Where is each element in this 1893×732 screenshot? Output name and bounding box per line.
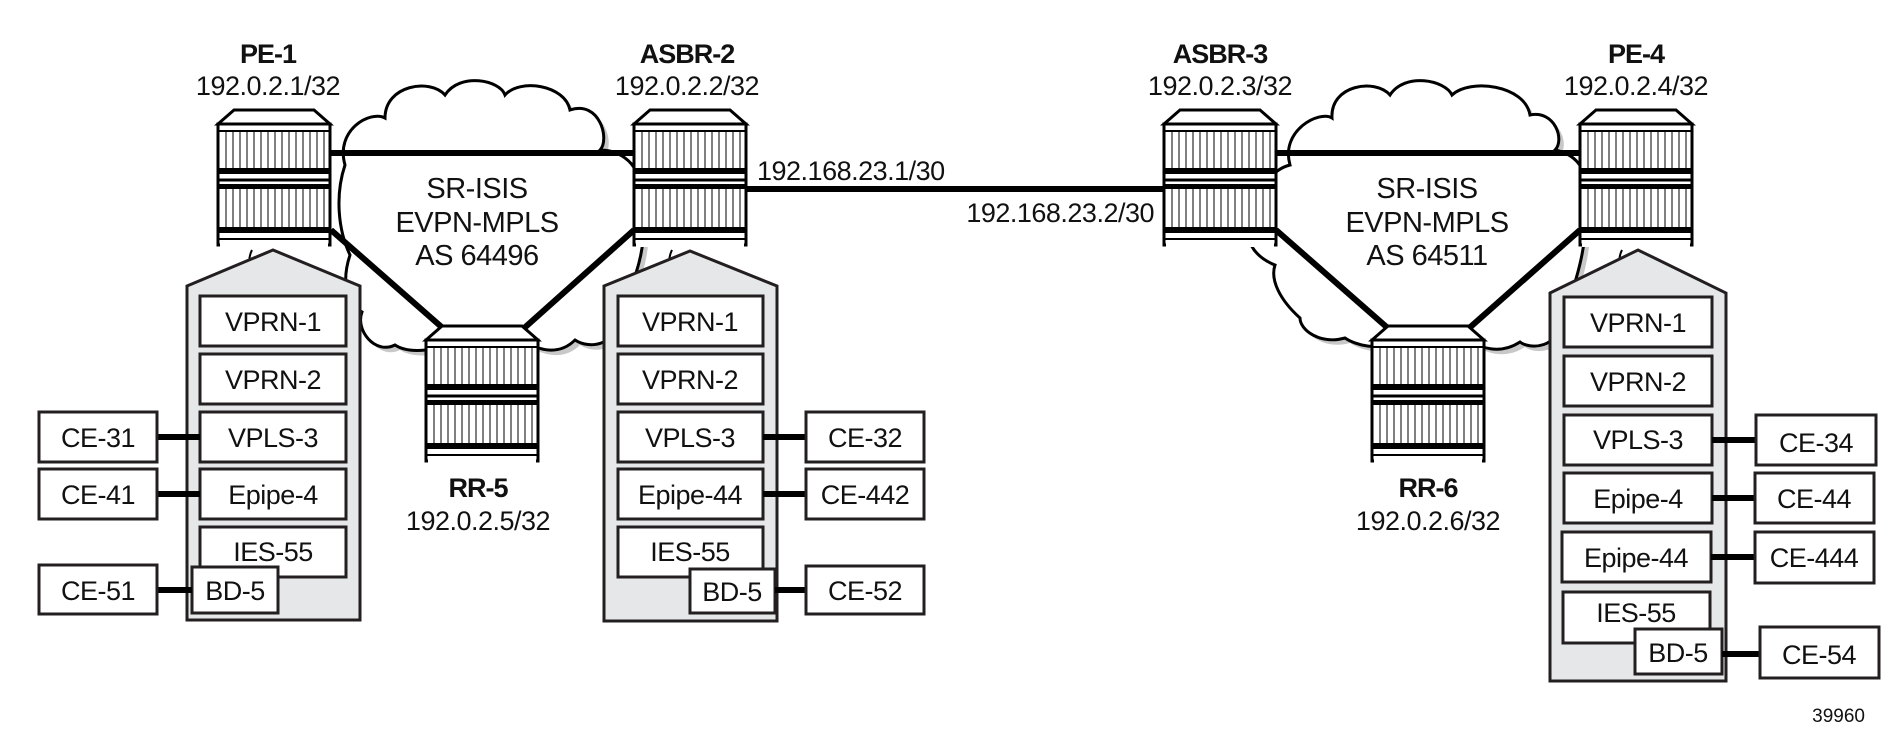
ce-ce-44[interactable]: CE-44 [1753, 471, 1876, 525]
router-pe4-ip: 192.0.2.4/32 [1564, 71, 1708, 101]
router-asbr3-ip: 192.0.2.3/32 [1148, 71, 1292, 101]
service-label: VPRN-2 [1590, 367, 1686, 397]
cloud-left-line-2: EVPN-MPLS [395, 207, 558, 239]
ce-label: CE-41 [61, 480, 135, 510]
cloud-right-line-1: SR-ISIS [1376, 173, 1477, 205]
service-vprn-2[interactable]: VPRN-2 [616, 352, 765, 406]
ce-label: CE-54 [1782, 640, 1857, 670]
service-vprn-1[interactable]: VPRN-1 [1562, 295, 1714, 349]
ce-ce-41[interactable]: CE-41 [37, 467, 159, 521]
service-label: BD-5 [1648, 638, 1708, 668]
cloud-left-line-3: AS 64496 [415, 240, 538, 272]
service-bd-5[interactable]: BD-5 [688, 567, 777, 615]
ce-label: CE-444 [1770, 543, 1859, 573]
ce-ce-444[interactable]: CE-444 [1753, 530, 1876, 585]
ce-ce-52[interactable]: CE-52 [804, 564, 926, 616]
ce-label: CE-52 [828, 576, 902, 606]
ce-label: CE-31 [61, 423, 135, 453]
ce-ce-32[interactable]: CE-32 [804, 410, 926, 464]
service-label: VPRN-1 [642, 307, 738, 337]
ce-ce-34[interactable]: CE-34 [1754, 413, 1878, 467]
service-epipe-4[interactable]: Epipe-4 [1562, 471, 1714, 525]
router-asbr2-ip: 192.0.2.2/32 [615, 71, 759, 101]
service-label: Epipe-4 [1593, 484, 1683, 514]
service-label: VPRN-1 [225, 307, 321, 337]
router-rr6[interactable]: RR-6 192.0.2.6/32 [1356, 324, 1501, 536]
ce-ce-54[interactable]: CE-54 [1758, 625, 1881, 680]
router-asbr3-name: ASBR-3 [1173, 39, 1268, 69]
router-asbr2-name: ASBR-2 [640, 39, 735, 69]
service-vpls-3[interactable]: VPLS-3 [198, 410, 348, 464]
service-epipe-44[interactable]: Epipe-44 [1560, 530, 1713, 584]
cloud-right-line-2: EVPN-MPLS [1345, 207, 1508, 239]
service-stack-pe4: VPRN-1 VPRN-2 VPLS-3 Epipe-4 Epipe-44 IE… [1548, 248, 1728, 683]
inter-as-ip-asbr3: 192.168.23.2/30 [966, 198, 1154, 228]
link-pe4-rr6 [1465, 227, 1582, 333]
router-rr6-ip: 192.0.2.6/32 [1356, 506, 1500, 536]
service-label: BD-5 [205, 576, 265, 606]
service-stack-asbr2: VPRN-1 VPRN-2 VPLS-3 Epipe-44 IES-55 BD-… [602, 249, 779, 623]
service-bd-5[interactable]: BD-5 [1633, 627, 1724, 676]
router-rr5[interactable]: RR-5 192.0.2.5/32 [406, 324, 551, 536]
router-pe4[interactable]: PE-4 192.0.2.4/32 [1564, 39, 1709, 249]
link-asbr2-rr5 [520, 227, 636, 333]
service-label: IES-55 [233, 537, 313, 567]
router-icon [424, 324, 540, 465]
service-label: VPRN-2 [225, 365, 321, 395]
ce-label: CE-442 [821, 480, 910, 510]
router-icon [1370, 324, 1486, 465]
router-asbr2[interactable]: ASBR-2 192.0.2.2/32 [615, 39, 760, 249]
ce-ce-51[interactable]: CE-51 [37, 563, 159, 616]
ce-label: CE-44 [1777, 484, 1852, 514]
cloud-right-line-3: AS 64511 [1366, 240, 1487, 272]
cloud-left-line-1: SR-ISIS [426, 173, 527, 205]
router-rr5-ip: 192.0.2.5/32 [406, 506, 550, 536]
service-stack-pe1: VPRN-1 VPRN-2 VPLS-3 Epipe-4 IES-55 BD-5 [185, 248, 362, 622]
router-pe1-name: PE-1 [240, 39, 297, 69]
service-label: Epipe-4 [228, 480, 318, 510]
service-bd-5[interactable]: BD-5 [190, 565, 280, 615]
service-vprn-1[interactable]: VPRN-1 [198, 294, 348, 348]
service-label: Epipe-44 [1584, 543, 1689, 573]
service-label: BD-5 [702, 577, 762, 607]
ce-ce-31[interactable]: CE-31 [37, 410, 159, 464]
service-vprn-2[interactable]: VPRN-2 [1562, 354, 1714, 408]
service-epipe-44[interactable]: Epipe-44 [616, 467, 765, 521]
router-icon [1162, 108, 1278, 249]
service-label: VPLS-3 [228, 423, 318, 453]
service-vpls-3[interactable]: VPLS-3 [616, 410, 765, 464]
service-label: IES-55 [650, 537, 730, 567]
router-pe1[interactable]: PE-1 192.0.2.1/32 [196, 39, 341, 249]
router-rr6-name: RR-6 [1398, 473, 1458, 503]
cloud-label-right: SR-ISIS EVPN-MPLS AS 64511 [1345, 173, 1509, 272]
router-icon [1578, 108, 1694, 249]
ce-label: CE-32 [828, 423, 902, 453]
ce-label: CE-51 [61, 576, 135, 606]
router-asbr3[interactable]: ASBR-3 192.0.2.3/32 [1148, 39, 1293, 249]
ce-label: CE-34 [1779, 428, 1854, 458]
service-label: IES-55 [1596, 598, 1676, 628]
service-label: VPLS-3 [645, 423, 735, 453]
cloud-label-left: SR-ISIS EVPN-MPLS AS 64496 [395, 173, 559, 272]
service-label: Epipe-44 [638, 480, 743, 510]
service-vpls-3[interactable]: VPLS-3 [1562, 413, 1714, 467]
link-asbr3-rr6 [1274, 227, 1392, 333]
ce-ce-442[interactable]: CE-442 [804, 467, 926, 521]
service-epipe-4[interactable]: Epipe-4 [198, 467, 348, 521]
router-rr5-name: RR-5 [448, 473, 508, 503]
router-icon [632, 108, 748, 249]
router-pe1-ip: 192.0.2.1/32 [196, 71, 340, 101]
service-vprn-2[interactable]: VPRN-2 [198, 352, 348, 406]
router-pe4-name: PE-4 [1608, 39, 1665, 69]
service-label: VPRN-1 [1590, 308, 1686, 338]
figure-id: 39960 [1812, 706, 1865, 727]
service-label: VPLS-3 [1593, 425, 1683, 455]
inter-as-ip-asbr2: 192.168.23.1/30 [757, 156, 945, 186]
service-vprn-1[interactable]: VPRN-1 [616, 294, 765, 348]
service-label: VPRN-2 [642, 365, 738, 395]
router-icon [216, 108, 332, 249]
link-pe1-rr5 [329, 227, 447, 333]
